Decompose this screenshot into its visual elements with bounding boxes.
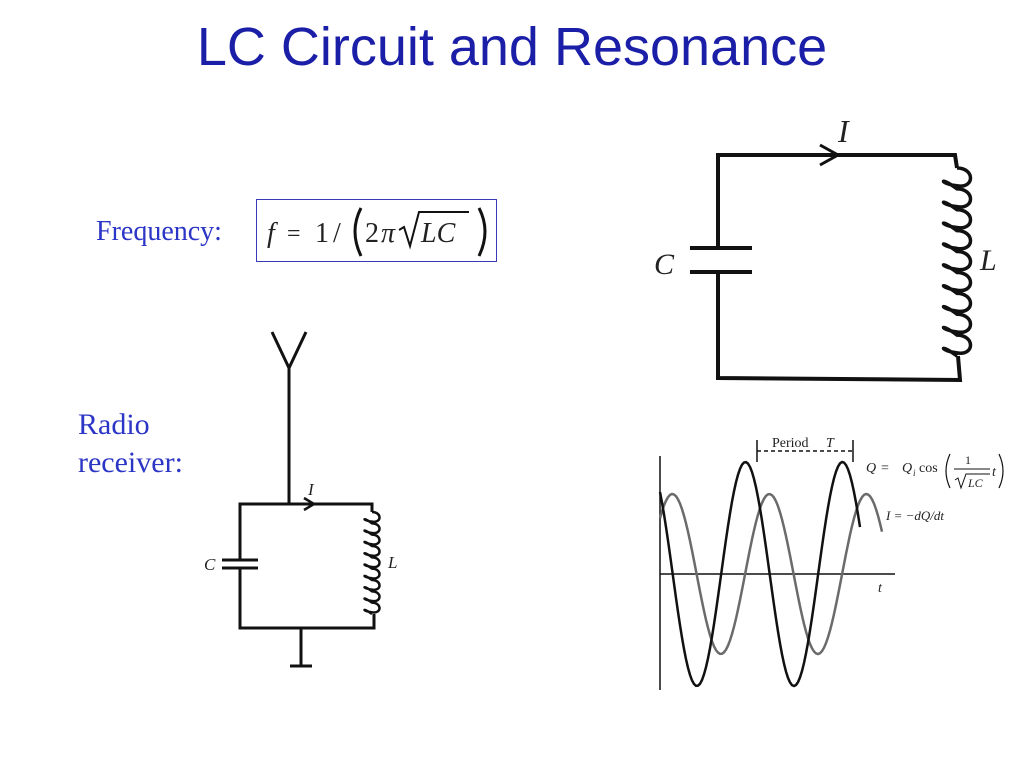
eq-q: Q bbox=[866, 461, 876, 476]
formula-slash: / bbox=[333, 218, 341, 249]
eq-left-paren bbox=[945, 453, 951, 489]
formula-radicand: LC bbox=[420, 218, 456, 249]
radio-bottom-wire bbox=[238, 568, 376, 630]
current-equation: I = −dQ/dt bbox=[885, 508, 944, 523]
formula-pi: π bbox=[381, 218, 396, 249]
eq-t: t bbox=[992, 465, 997, 480]
radio-current-arrow-icon bbox=[303, 496, 317, 512]
charge-equation: Q = Q i cos 1 LC t bbox=[866, 453, 1004, 490]
formula-left-paren bbox=[353, 207, 363, 257]
formula-two: 2 bbox=[365, 218, 379, 249]
page-title: LC Circuit and Resonance bbox=[196, 17, 828, 77]
radio-inductor-coil-icon bbox=[363, 510, 381, 616]
current-wave-curve bbox=[658, 492, 884, 656]
antenna-icon bbox=[270, 331, 308, 372]
formula-f: f bbox=[267, 218, 278, 249]
eq-sqrt bbox=[954, 473, 990, 490]
charge-wave-curve bbox=[658, 460, 862, 688]
frequency-formula: f = 1 / 2 π LC bbox=[256, 199, 497, 262]
formula-equals: = bbox=[287, 221, 301, 247]
eq-cos: cos bbox=[919, 461, 938, 476]
radio-current-label: I bbox=[307, 480, 315, 499]
eq-qi-sub: i bbox=[913, 468, 916, 478]
eq-qi: Q bbox=[902, 461, 912, 476]
formula-svg: f = 1 / 2 π LC bbox=[267, 207, 487, 257]
radio-label-line2: receiver: bbox=[78, 446, 183, 479]
radio-receiver-label: Radio receiver: bbox=[78, 406, 183, 482]
radio-top-wire bbox=[238, 502, 374, 560]
period-label: Period bbox=[772, 436, 809, 451]
large-top-left-wire bbox=[716, 153, 959, 248]
large-bottom-wire bbox=[716, 272, 963, 383]
formula-one: 1 bbox=[315, 218, 329, 249]
radio-label-line1: Radio bbox=[78, 408, 150, 441]
large-inductor-label: L bbox=[979, 244, 997, 277]
frequency-label: Frequency: bbox=[96, 216, 222, 247]
eq-equals: = bbox=[881, 461, 889, 476]
large-current-label: I bbox=[837, 113, 850, 149]
large-inductor-coil-icon bbox=[941, 166, 973, 358]
large-current-arrow-icon bbox=[819, 143, 842, 167]
radio-capacitor-label: C bbox=[204, 555, 216, 574]
period-symbol: T bbox=[826, 436, 835, 451]
eq-num: 1 bbox=[965, 453, 971, 467]
eq-right-paren bbox=[998, 453, 1004, 489]
eq-den: LC bbox=[967, 476, 984, 490]
formula-right-paren bbox=[477, 207, 487, 257]
formula-sqrt bbox=[398, 211, 469, 250]
t-axis-label: t bbox=[878, 581, 883, 596]
radio-inductor-label: L bbox=[387, 553, 397, 572]
large-capacitor-label: C bbox=[654, 248, 675, 281]
